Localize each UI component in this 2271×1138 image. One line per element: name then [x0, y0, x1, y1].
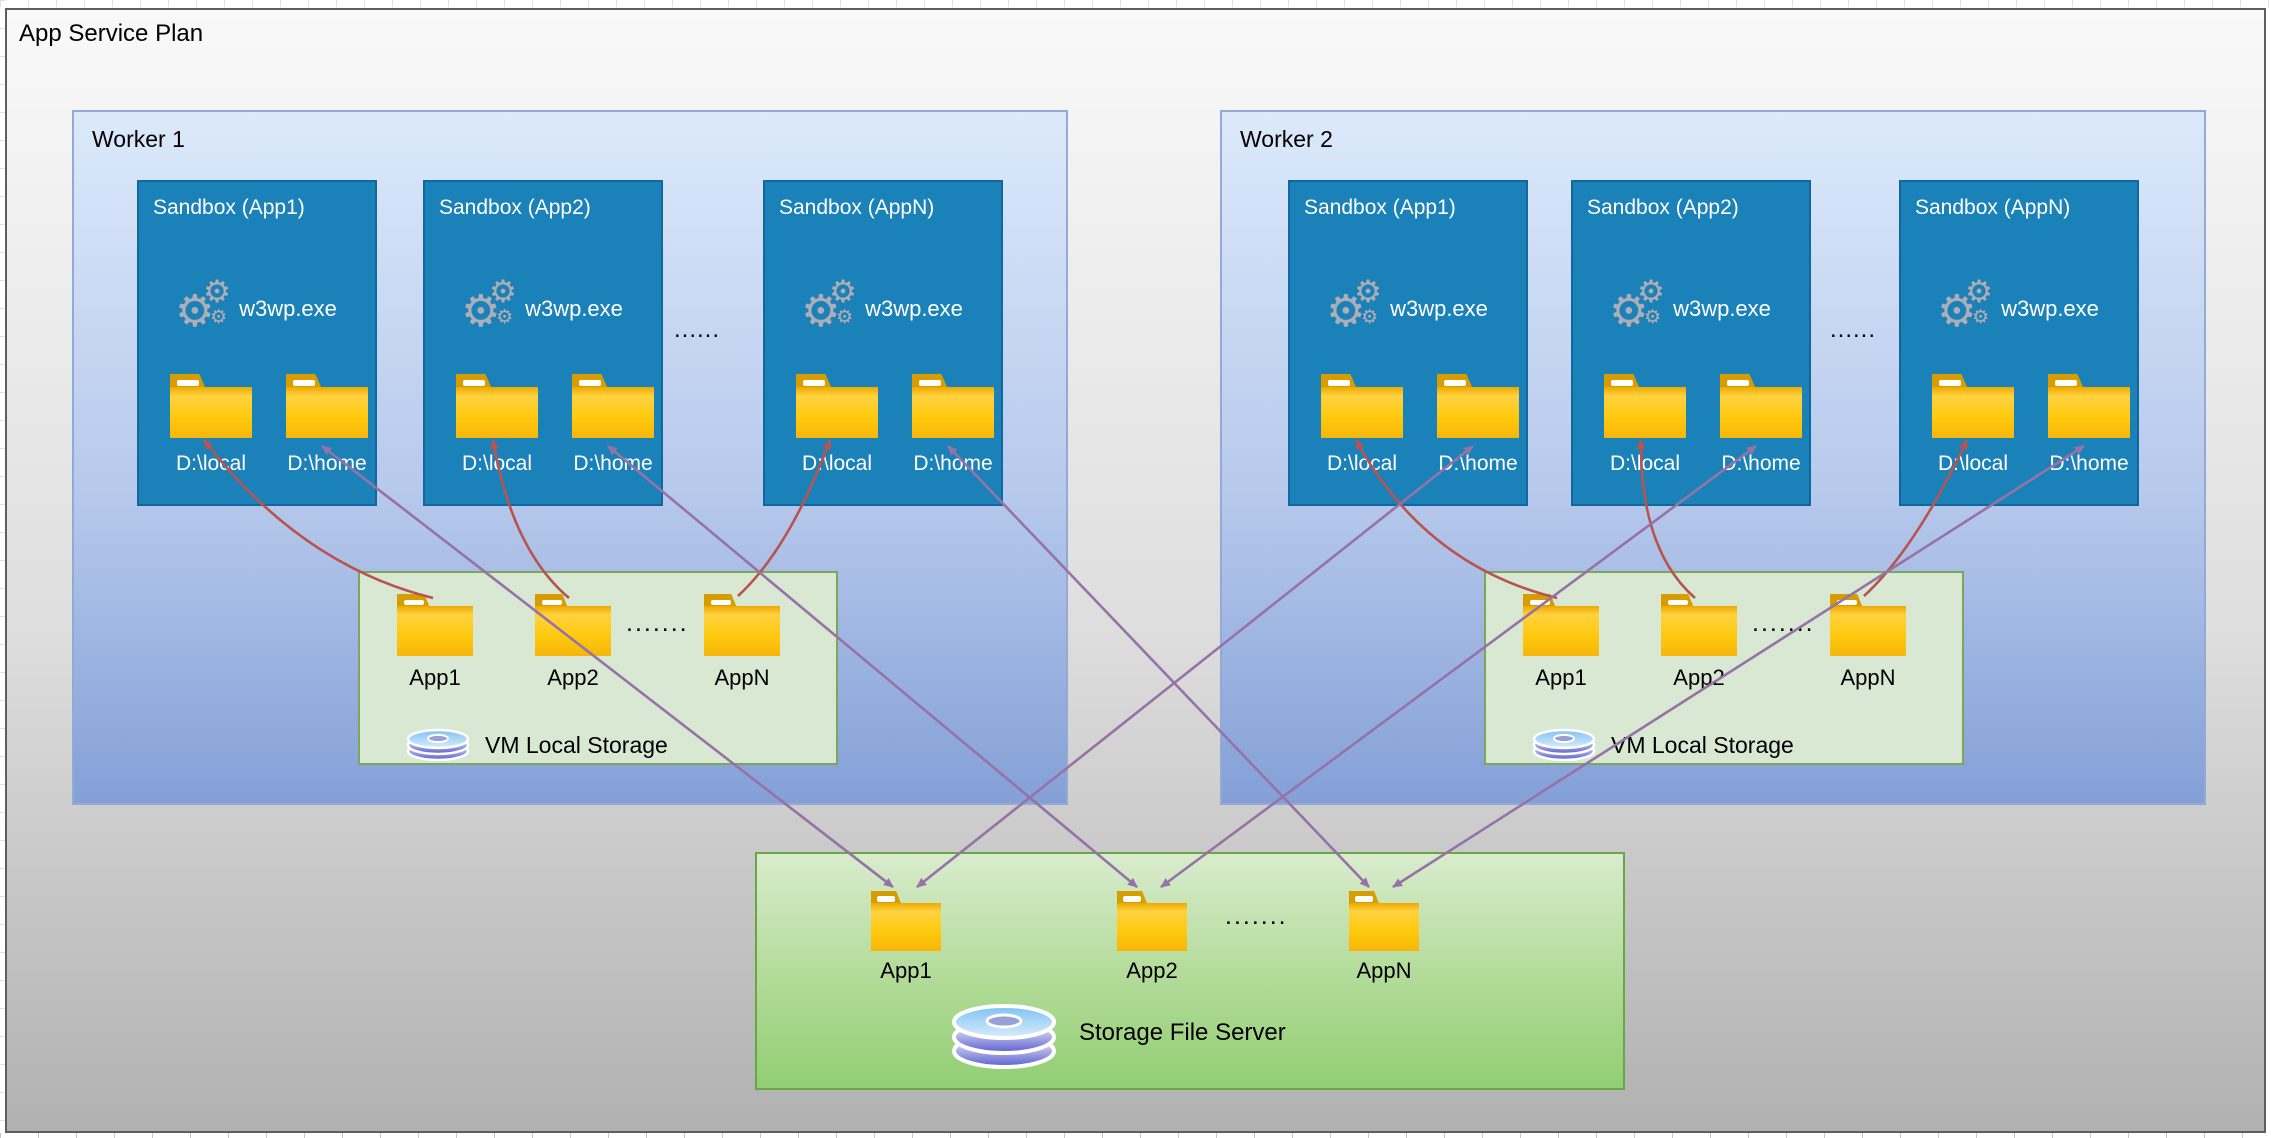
folder-icon-app2 [535, 594, 611, 656]
sandbox-app2-worker1: Sandbox (App2) ⚙⚙⚙ w3wp.exe D:\local D:\… [423, 180, 663, 506]
folder-label: App1 [1535, 665, 1587, 690]
process-row: ⚙⚙⚙ w3wp.exe [139, 276, 375, 342]
folder-label: App1 [409, 665, 461, 690]
ruler-ticks-top [0, 0, 2271, 7]
ruler-ticks-bottom [0, 1133, 2271, 1138]
home-path-label: D:\home [2049, 452, 2129, 475]
folder-icon-appn [704, 594, 780, 656]
folder-ellipsis: ....... [626, 609, 689, 637]
folder-icon-local [1932, 374, 2014, 438]
plan-title: App Service Plan [19, 20, 204, 47]
folder-icon-local [170, 374, 252, 438]
worker-1-box: Worker 1 Sandbox (App1) ⚙⚙⚙ w3wp.exe D:\… [72, 110, 1068, 805]
sandbox-title: Sandbox (AppN) [779, 196, 935, 219]
sandbox-appn-worker1: Sandbox (AppN) ⚙⚙⚙ w3wp.exe D:\local D:\… [763, 180, 1003, 506]
gear-icon: ⚙⚙⚙ [461, 274, 517, 336]
sandbox-title: Sandbox (App1) [1304, 196, 1456, 219]
home-path-label: D:\home [1438, 452, 1518, 475]
local-path-label: D:\local [175, 452, 247, 475]
vm-local-storage-box-worker2: ....... App1 App2 AppN VM Local Storage [1484, 571, 1964, 765]
folder-ellipsis: ....... [1752, 609, 1815, 637]
folder-label: AppN [1840, 665, 1896, 690]
sandbox-title: Sandbox (AppN) [1915, 196, 2071, 219]
storage-file-server-box: ....... App1 App2 AppN Storage File Serv… [755, 852, 1625, 1090]
folder-label: App2 [1673, 665, 1725, 690]
folder-icon-app2 [1117, 891, 1187, 951]
sandbox-title: Sandbox (App1) [153, 196, 305, 219]
worker-1-label: Worker 1 [92, 126, 185, 152]
home-path-label: D:\home [1721, 452, 1801, 475]
folder-icon-home [2048, 374, 2130, 438]
worker-2-box: Worker 2 Sandbox (App1) ⚙⚙⚙ w3wp.exe D:\… [1220, 110, 2206, 805]
home-path-label: D:\home [287, 452, 367, 475]
folder-ellipsis: ....... [1225, 902, 1288, 930]
folder-icon-app1 [1523, 594, 1599, 656]
folder-icon-appn [1830, 594, 1906, 656]
process-label: w3wp.exe [865, 296, 963, 321]
worker-2-label: Worker 2 [1240, 126, 1333, 152]
local-path-label: D:\local [801, 452, 873, 475]
process-label: w3wp.exe [525, 296, 623, 321]
folder-icon-home [1720, 374, 1802, 438]
folder-icon-home [912, 374, 994, 438]
folder-icon-app2 [1661, 594, 1737, 656]
sandbox-appn-worker2: Sandbox (AppN) ⚙⚙⚙ w3wp.exe D:\local D:\… [1899, 180, 2139, 506]
folder-icon-appn [1349, 891, 1419, 951]
process-label: w3wp.exe [2001, 296, 2099, 321]
folder-icon-home [286, 374, 368, 438]
process-row: ⚙⚙⚙ w3wp.exe [1290, 276, 1526, 342]
process-label: w3wp.exe [239, 296, 337, 321]
process-row: ⚙⚙⚙ w3wp.exe [1573, 276, 1809, 342]
home-path-label: D:\home [573, 452, 653, 475]
disk-stack-icon [1532, 728, 1596, 762]
local-path-label: D:\local [461, 452, 533, 475]
sandbox-title: Sandbox (App2) [1587, 196, 1739, 219]
server-caption: Storage File Server [1079, 1019, 1286, 1046]
ruler-ticks-left [0, 0, 5, 1138]
folder-icon-local [796, 374, 878, 438]
folder-icon-app1 [871, 891, 941, 951]
sandbox-app1-worker1: Sandbox (App1) ⚙⚙⚙ w3wp.exe D:\local D:\… [137, 180, 377, 506]
folder-label: App2 [1126, 958, 1178, 983]
folder-icon-local [1321, 374, 1403, 438]
sandbox-app2-worker2: Sandbox (App2) ⚙⚙⚙ w3wp.exe D:\local D:\… [1571, 180, 1811, 506]
folder-icon-app1 [397, 594, 473, 656]
folder-label: App1 [880, 958, 932, 983]
gear-icon: ⚙⚙⚙ [801, 274, 857, 336]
folder-icon-home [1437, 374, 1519, 438]
home-path-label: D:\home [913, 452, 993, 475]
local-path-label: D:\local [1937, 452, 2009, 475]
folder-icon-local [1604, 374, 1686, 438]
process-label: w3wp.exe [1673, 296, 1771, 321]
folder-icon-local [456, 374, 538, 438]
folder-label: AppN [1356, 958, 1412, 983]
process-row: ⚙⚙⚙ w3wp.exe [1901, 276, 2137, 342]
gear-icon: ⚙⚙⚙ [1937, 274, 1993, 336]
sandbox-ellipsis: ...... [1830, 316, 1877, 343]
local-path-label: D:\local [1326, 452, 1398, 475]
folder-label: App2 [547, 665, 599, 690]
process-row: ⚙⚙⚙ w3wp.exe [425, 276, 661, 342]
sandbox-app1-worker2: Sandbox (App1) ⚙⚙⚙ w3wp.exe D:\local D:\… [1288, 180, 1528, 506]
folder-icon-home [572, 374, 654, 438]
local-path-label: D:\local [1609, 452, 1681, 475]
vm-local-storage-box-worker1: ....... App1 App2 AppN [358, 571, 838, 765]
folder-label: AppN [714, 665, 770, 690]
gear-icon: ⚙⚙⚙ [175, 274, 231, 336]
disk-stack-icon [952, 1004, 1056, 1069]
disk-stack-icon [406, 728, 470, 762]
sandbox-ellipsis: ...... [674, 316, 721, 343]
sandbox-title: Sandbox (App2) [439, 196, 591, 219]
process-label: w3wp.exe [1390, 296, 1488, 321]
gear-icon: ⚙⚙⚙ [1609, 274, 1665, 336]
process-row: ⚙⚙⚙ w3wp.exe [765, 276, 1001, 342]
vm-storage-caption: VM Local Storage [485, 731, 668, 758]
gear-icon: ⚙⚙⚙ [1326, 274, 1382, 336]
vm-storage-caption: VM Local Storage [1611, 731, 1794, 758]
